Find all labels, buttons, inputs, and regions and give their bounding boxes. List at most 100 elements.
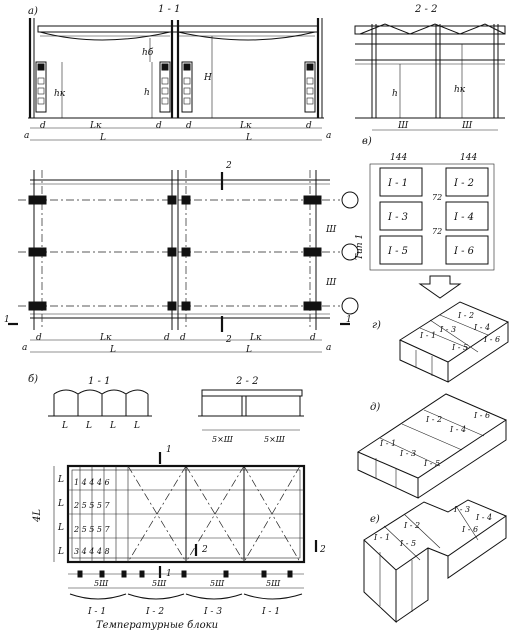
truss-2-2	[359, 23, 506, 35]
plan-dim-a-right: a	[326, 343, 331, 353]
panel-b-plan: 1 4 4 4 6 2 5 5 5 7 2 5 5 5 7 3 4 4 4 8 …	[32, 445, 326, 631]
iso-e-4: I - 4	[475, 513, 492, 522]
b-caption: Температурные блоки	[96, 620, 218, 631]
iso-e-1: I - 1	[373, 533, 390, 542]
section-title-2-2: 2 - 2	[414, 4, 437, 15]
panel-letter-d: д)	[370, 402, 380, 413]
plan-dim-d-3: d	[180, 333, 186, 343]
dim-d-1: d	[40, 121, 46, 131]
iso-block-g: г) I - 1 I - 2 I - 3 I - 4 I - 5 I - 6	[372, 301, 510, 383]
iso-e-3: I - 3	[453, 505, 470, 514]
section-2-2-top: 2 - 2 h hк Ш Ш в)	[354, 4, 506, 147]
b-left-L-1: L	[57, 475, 64, 485]
dim-a-right: a	[326, 131, 331, 141]
b-L-4: L	[133, 421, 140, 431]
b-section-1-1: 1 - 1	[88, 376, 110, 387]
b-left-L-4: L	[57, 547, 64, 557]
sec-mark-1-left: 1	[4, 315, 10, 325]
plan-dim-d-4: d	[310, 333, 316, 343]
dim-d-2: d	[156, 121, 162, 131]
dim-hk-left: hк	[54, 89, 66, 99]
iso-d-4: I - 4	[449, 425, 466, 434]
dim-L-1: L	[99, 133, 106, 143]
iso-d-3: I - 3	[399, 449, 416, 458]
iso-d-2: I - 2	[425, 415, 442, 424]
b-left-L-2: L	[57, 499, 64, 509]
iso-d-1: I - 1	[379, 439, 396, 448]
b-L-1: L	[61, 421, 68, 431]
size-72-1: 72	[432, 193, 442, 202]
iso-g-6: I - 6	[483, 335, 500, 344]
b-L-2: L	[85, 421, 92, 431]
cell-i-5: I - 5	[387, 246, 408, 257]
down-arrow	[418, 275, 462, 299]
dim-sh-plan-1: Ш	[325, 225, 337, 235]
dim-sh-2: Ш	[461, 121, 473, 131]
dim-L-2: L	[245, 133, 252, 143]
b-sec-1-top: 1	[166, 445, 172, 455]
panel-letter-g: г)	[372, 320, 381, 331]
b-5sh-2: 5×Ш	[264, 435, 286, 444]
sec-mark-1-right: 1	[346, 315, 352, 325]
plan-dim-lk-1: Lк	[99, 333, 112, 343]
iso-d-6: I - 6	[473, 411, 490, 420]
iso-block-d: д) I - 1 I - 2 I - 3 I - 4 I - 5 I - 6	[356, 393, 508, 499]
dim-h-22: h	[392, 89, 398, 99]
b-section-2-2: 2 - 2	[235, 376, 258, 387]
b-sec-2-right: 2	[319, 545, 326, 555]
b-5sh-plan-2: 5Ш	[152, 579, 167, 588]
iso-g-4: I - 4	[473, 323, 490, 332]
iso-block-e: е) I - 1 I - 2 I - 3 I - 4 I - 5 I - 6	[363, 499, 508, 624]
cell-i-1: I - 1	[387, 178, 408, 189]
b-L-3: L	[109, 421, 116, 431]
panel-letter-b: б)	[28, 374, 38, 385]
dim-h-left: h	[144, 88, 150, 98]
cell-i-4: I - 4	[453, 212, 474, 223]
cell-i-3: I - 3	[387, 212, 408, 223]
dim-a-left: a	[24, 131, 29, 141]
dim-d-3: d	[186, 121, 192, 131]
iso-g-5: I - 5	[451, 343, 468, 352]
b-5sh-plan-1: 5Ш	[94, 579, 109, 588]
dim-sh-1: Ш	[397, 121, 409, 131]
plan-dim-L-2: L	[245, 345, 252, 355]
b-4L: 4L	[32, 509, 43, 523]
dim-d-4: d	[306, 121, 312, 131]
plan-dim-a-left: a	[22, 343, 27, 353]
dim-lk-2: Lк	[239, 121, 252, 131]
iso-d-5: I - 5	[423, 459, 440, 468]
panel-letter-e: е)	[370, 514, 380, 525]
b-5sh-plan-3: 5Ш	[210, 579, 225, 588]
dim-lk-1: Lк	[89, 121, 102, 131]
plan-dim-L-1: L	[109, 345, 116, 355]
plan-a: Ш Ш 2 2 1 1 a d Lк d d Lк d L L a	[4, 161, 359, 355]
plan-dim-d-1: d	[36, 333, 42, 343]
section-title-1-1: 1 - 1	[158, 4, 180, 15]
plan-dim-lk-2: Lк	[249, 333, 262, 343]
size-144-left: 144	[390, 153, 407, 163]
b-block-1: I - 1	[87, 607, 106, 617]
b-5sh-1: 5×Ш	[212, 435, 234, 444]
dim-H: H	[203, 73, 212, 83]
b-row-2: 2 5 5 5 7	[73, 501, 111, 510]
size-72-2: 72	[432, 227, 442, 236]
dim-hk-22: hк	[454, 85, 466, 95]
iso-g-1: I - 1	[419, 331, 436, 340]
type-label: Тип 1	[355, 234, 365, 260]
b-5sh-plan-4: 5Ш	[266, 579, 281, 588]
section-1-1-top: а) 1 - 1 hк	[24, 4, 331, 143]
b-sec-2-in: 2	[201, 545, 208, 555]
b-block-3: I - 3	[203, 607, 222, 617]
b-row-4: 3 4 4 4 8	[74, 547, 110, 556]
iso-e-2: I - 2	[403, 521, 420, 530]
sec-mark-2-top: 2	[225, 161, 232, 171]
dim-sh-plan-2: Ш	[325, 278, 337, 288]
panel-letter-v: в)	[362, 136, 372, 147]
blocks-grid-type-1: 144 144 I - 1 I - 2 I - 3 I - 4 I - 5 I …	[355, 153, 495, 299]
iso-e-6: I - 6	[461, 525, 478, 534]
b-left-L-3: L	[57, 523, 64, 533]
plan-dim-d-2: d	[164, 333, 170, 343]
panel-b-sections: б) 1 - 1 L L L L 2 - 2 5×Ш 5×Ш	[28, 374, 304, 444]
